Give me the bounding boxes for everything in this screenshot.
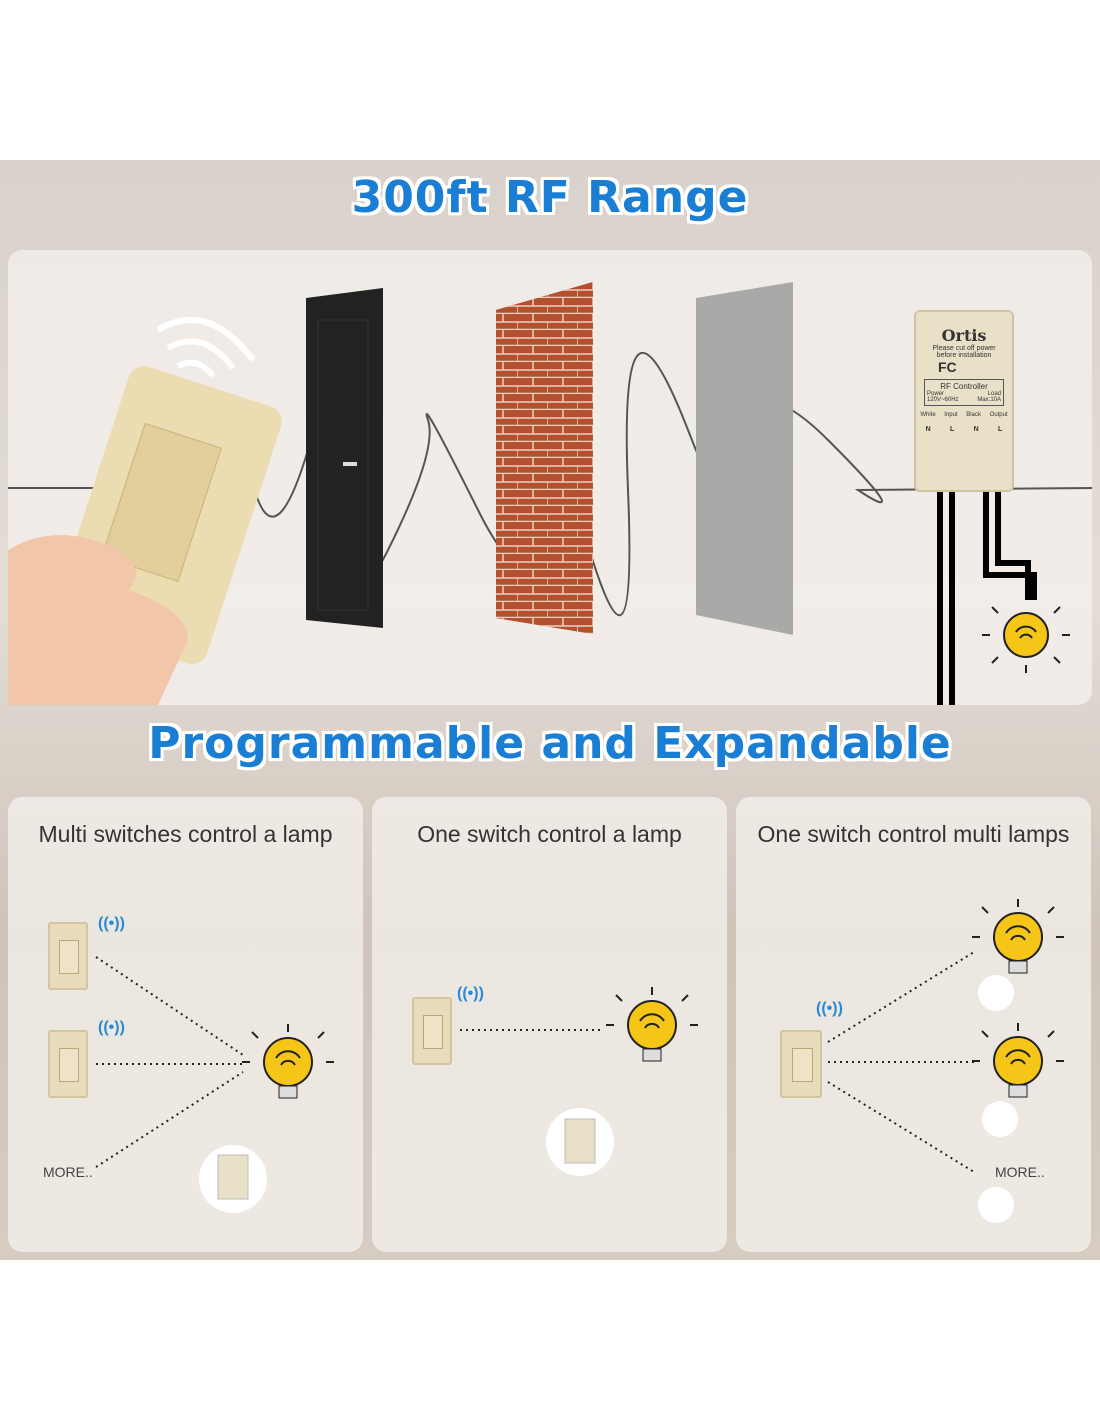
wall-switch — [48, 922, 88, 990]
range-panel: Ortis Please cut off power before instal… — [8, 250, 1092, 705]
link-lines — [460, 987, 698, 1176]
brick-wall-obstacle — [496, 282, 593, 634]
rf-controller-device: Ortis Please cut off power before instal… — [914, 310, 1014, 492]
fcc-logo: FC — [938, 359, 957, 375]
load-label: Load — [987, 391, 1001, 397]
panel-one-switch-multi-lamps: One switch control multi lamps ((•)) MOR… — [736, 797, 1091, 1252]
panel-title: Multi switches control a lamp — [38, 821, 333, 847]
link-lines — [95, 956, 334, 1213]
panel-title: One switch control a lamp — [417, 821, 682, 847]
heading-programmable: Programmable and Expandable — [148, 718, 952, 769]
lamp-bulb-icon — [972, 899, 1064, 974]
terminal-l: L — [998, 426, 1003, 433]
warning-text-2: before installation — [936, 352, 992, 359]
load-value: Max:10A — [977, 397, 1001, 403]
wire-label: White — [920, 412, 936, 418]
terminal-l: L — [950, 426, 955, 433]
hand-remote-switch — [8, 366, 282, 705]
warning-text: Please cut off power — [932, 345, 996, 352]
signal-icon: ((•)) — [98, 1019, 125, 1036]
wifi-waves-icon — [156, 317, 256, 378]
terminal-n: N — [973, 426, 979, 433]
terminal-n: N — [925, 426, 931, 433]
signal-wave — [8, 282, 1092, 705]
link-lines — [827, 899, 1064, 1223]
input-label: Input — [944, 412, 958, 418]
panel-one-switch-one-lamp: One switch control a lamp ((•)) — [372, 797, 727, 1252]
wall-switch — [48, 1030, 88, 1098]
power-value: 120V~60Hz — [927, 397, 959, 403]
brand-label: Ortis — [941, 326, 987, 345]
controller-mini-icon — [564, 1118, 596, 1164]
concrete-wall-obstacle — [696, 282, 793, 635]
lamp-bulb-icon — [982, 606, 1070, 673]
signal-icon: ((•)) — [457, 985, 484, 1002]
door-obstacle — [306, 288, 383, 628]
spec-box: RF Controller Power Load 120V~60Hz Max:10A — [924, 379, 1004, 406]
output-label: Output — [989, 412, 1008, 418]
panel-multi-switches: Multi switches control a lamp ((•)) ((•)… — [8, 797, 363, 1252]
heading-rf-range: 300ft RF Range — [351, 172, 749, 223]
more-label: MORE.. — [43, 1164, 93, 1180]
panel-title: One switch control multi lamps — [757, 821, 1070, 847]
wire-label: Black — [966, 412, 981, 418]
more-label: MORE.. — [995, 1164, 1045, 1180]
signal-icon: ((•)) — [816, 1000, 843, 1017]
power-label: Power — [927, 391, 945, 397]
controller-name: RF Controller — [940, 382, 988, 391]
lamp-bulb-icon — [972, 1023, 1064, 1098]
lamp-bulb-icon — [242, 1024, 334, 1099]
wires — [937, 492, 1037, 705]
signal-icon: ((•)) — [98, 915, 125, 932]
lamp-bulb-icon — [606, 987, 698, 1062]
wall-switch — [412, 997, 452, 1065]
wall-switch — [780, 1030, 822, 1098]
controller-mini-icon — [217, 1154, 249, 1200]
